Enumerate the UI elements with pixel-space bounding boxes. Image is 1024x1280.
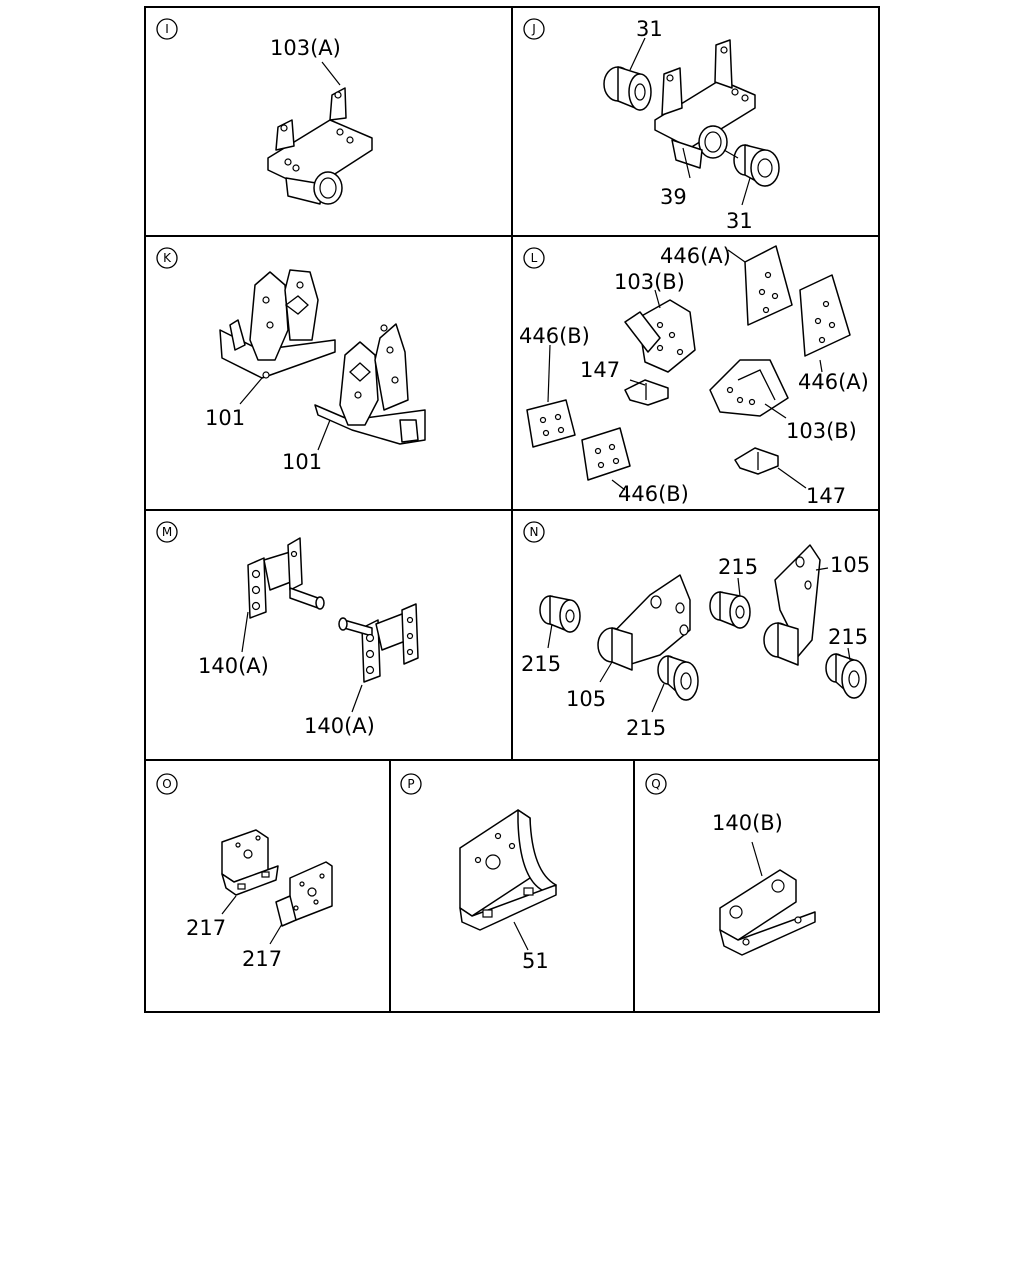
bracket-217-left-drawing [221, 829, 279, 896]
svg-text:J: J [531, 22, 536, 36]
label-215-2: 215 [626, 716, 666, 740]
label-31-bottom: 31 [726, 209, 753, 233]
panel-n: N [521, 521, 870, 740]
shackle-140a-upper-drawing [247, 537, 325, 619]
panel-l-badge: L [523, 247, 545, 269]
panel-o: O 217 217 [156, 773, 333, 971]
panel-p: P 51 [400, 773, 557, 973]
panel-n-badge: N [523, 521, 545, 543]
bracket-101-right-drawing [314, 323, 426, 445]
bushing-215-4-drawing [825, 653, 867, 699]
label-147-top: 147 [580, 358, 620, 382]
bushing-31-lower-drawing [733, 144, 780, 187]
svg-text:O: O [162, 777, 171, 791]
bracket-103a-drawing [267, 87, 373, 205]
bushing-215-3-drawing [709, 591, 751, 629]
svg-text:Q: Q [651, 777, 660, 791]
bracket-51-drawing [459, 809, 557, 931]
label-446b-left: 446(B) [519, 324, 590, 348]
label-103a: 103(A) [270, 36, 341, 60]
panel-j: J 31 39 [523, 17, 780, 233]
panel-grid [144, 6, 880, 1013]
svg-text:P: P [407, 777, 414, 791]
svg-text:I: I [165, 22, 169, 36]
bracket-217-right-drawing [275, 861, 333, 927]
bracket-105-right-drawing [763, 544, 821, 666]
label-101-left: 101 [205, 406, 245, 430]
panel-i: I 103(A) [156, 18, 373, 205]
panel-q: Q 140(B) [645, 773, 816, 956]
label-39: 39 [660, 185, 687, 209]
label-215-4: 215 [828, 625, 868, 649]
plate-446b-left-drawing [526, 399, 576, 448]
bracket-105-left-drawing [597, 574, 691, 671]
label-101-right: 101 [282, 450, 322, 474]
panel-l: L [519, 244, 869, 508]
panel-p-badge: P [400, 773, 422, 795]
label-140a-lower: 140(A) [304, 714, 375, 738]
label-217-left: 217 [186, 916, 226, 940]
bracket-101-left-drawing [219, 269, 336, 379]
panel-m-badge: M [156, 521, 178, 543]
svg-text:L: L [531, 251, 538, 265]
bushing-31-upper-drawing [603, 66, 652, 111]
svg-text:N: N [530, 525, 539, 539]
spacer-147-top-drawing [624, 379, 669, 406]
bushing-215-1-drawing [539, 595, 581, 633]
label-147-bottom: 147 [806, 484, 846, 508]
svg-text:M: M [162, 525, 172, 539]
panel-q-badge: Q [645, 773, 667, 795]
label-446b-bottom: 446(B) [618, 482, 689, 506]
label-51: 51 [522, 949, 549, 973]
panel-o-badge: O [156, 773, 178, 795]
label-217-right: 217 [242, 947, 282, 971]
panel-j-badge: J [523, 18, 545, 40]
bushing-215-2-drawing [657, 655, 699, 701]
label-140b: 140(B) [712, 811, 783, 835]
label-105-left: 105 [566, 687, 606, 711]
panel-m: M 140(A) 140(A) [156, 521, 419, 738]
svg-text:K: K [163, 251, 172, 265]
label-140a-upper: 140(A) [198, 654, 269, 678]
panel-k: K 101 101 [156, 247, 426, 474]
panel-i-badge: I [156, 18, 178, 40]
bracket-103b-right-drawing [709, 359, 789, 417]
label-215-3: 215 [718, 555, 758, 579]
bracket-140b-drawing [719, 869, 816, 956]
label-105-right: 105 [830, 553, 870, 577]
label-446a-right: 446(A) [798, 370, 869, 394]
label-103b-right: 103(B) [786, 419, 857, 443]
plate-446a-right-drawing [799, 274, 851, 357]
label-103b-top: 103(B) [614, 270, 685, 294]
bracket-103b-top-drawing [624, 299, 696, 373]
plate-446a-top-drawing [744, 245, 793, 326]
plate-446b-bottom-drawing [581, 427, 631, 481]
shackle-140a-lower-drawing [338, 603, 419, 683]
label-31-top: 31 [636, 17, 663, 41]
panel-k-badge: K [156, 247, 178, 269]
label-215-1: 215 [521, 652, 561, 676]
bracket-39-drawing [654, 39, 756, 169]
label-446a-top: 446(A) [660, 244, 731, 268]
spacer-147-bottom-drawing [734, 447, 779, 475]
